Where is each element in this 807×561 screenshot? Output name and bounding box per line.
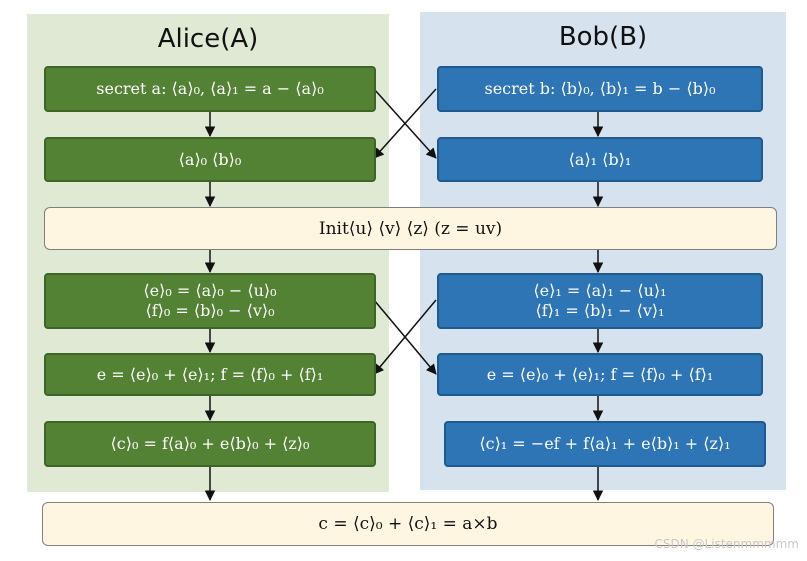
bob-shares-box: ⟨a⟩₁ ⟨b⟩₁ — [437, 137, 763, 182]
watermark: CSDN @Listenmmmmm — [654, 537, 799, 551]
alice-shares-box: ⟨a⟩₀ ⟨b⟩₀ — [44, 137, 376, 182]
bob-ef-box: ⟨e⟩₁ = ⟨a⟩₁ − ⟨u⟩₁ ⟨f⟩₁ = ⟨b⟩₁ − ⟨v⟩₁ — [437, 273, 763, 329]
bob-shares-text: ⟨a⟩₁ ⟨b⟩₁ — [568, 149, 632, 169]
bob-secret-text: secret b: ⟨b⟩₀, ⟨b⟩₁ = b − ⟨b⟩₀ — [484, 79, 716, 98]
alice-open-text: e = ⟨e⟩₀ + ⟨e⟩₁; f = ⟨f⟩₀ + ⟨f⟩₁ — [96, 364, 324, 384]
init-text: Init⟨u⟩ ⟨v⟩ ⟨z⟩ (z = uv) — [318, 218, 503, 239]
bob-open-text: e = ⟨e⟩₀ + ⟨e⟩₁; f = ⟨f⟩₀ + ⟨f⟩₁ — [486, 364, 714, 384]
init-box: Init⟨u⟩ ⟨v⟩ ⟨z⟩ (z = uv) — [44, 207, 777, 250]
alice-e-share-text: ⟨e⟩₀ = ⟨a⟩₀ − ⟨u⟩₀ — [143, 281, 277, 300]
alice-secret-box: secret a: ⟨a⟩₀, ⟨a⟩₁ = a − ⟨a⟩₀ — [44, 66, 376, 112]
arrow-b-secret-to-a-shares — [373, 88, 437, 159]
bob-e-share-text: ⟨e⟩₁ = ⟨a⟩₁ − ⟨u⟩₁ — [533, 281, 667, 300]
bob-lane-title: Bob(B) — [558, 22, 648, 52]
alice-c-share-text: ⟨c⟩₀ = f⟨a⟩₀ + e⟨b⟩₀ + ⟨z⟩₀ — [110, 434, 310, 453]
bob-c-share-box: ⟨c⟩₁ = −ef + f⟨a⟩₁ + e⟨b⟩₁ + ⟨z⟩₁ — [444, 421, 766, 467]
alice-shares-text: ⟨a⟩₀ ⟨b⟩₀ — [178, 149, 242, 169]
result-box: c = ⟨c⟩₀ + ⟨c⟩₁ = a×b — [42, 502, 774, 546]
alice-f-share-text: ⟨f⟩₀ = ⟨b⟩₀ − ⟨v⟩₀ — [145, 301, 275, 320]
alice-lane-title: Alice(A) — [157, 24, 259, 54]
alice-c-share-box: ⟨c⟩₀ = f⟨a⟩₀ + e⟨b⟩₀ + ⟨z⟩₀ — [44, 421, 376, 467]
result-text: c = ⟨c⟩₀ + ⟨c⟩₁ = a×b — [318, 514, 498, 534]
bob-open-box: e = ⟨e⟩₀ + ⟨e⟩₁; f = ⟨f⟩₀ + ⟨f⟩₁ — [437, 353, 763, 396]
bob-secret-box: secret b: ⟨b⟩₀, ⟨b⟩₁ = b − ⟨b⟩₀ — [437, 66, 763, 112]
alice-ef-box: ⟨e⟩₀ = ⟨a⟩₀ − ⟨u⟩₀ ⟨f⟩₀ = ⟨b⟩₀ − ⟨v⟩₀ — [44, 273, 376, 329]
alice-open-box: e = ⟨e⟩₀ + ⟨e⟩₁; f = ⟨f⟩₀ + ⟨f⟩₁ — [44, 353, 376, 396]
arrow-b-ef-to-a-open — [373, 299, 437, 375]
bob-f-share-text: ⟨f⟩₁ = ⟨b⟩₁ − ⟨v⟩₁ — [535, 301, 665, 320]
bob-c-share-text: ⟨c⟩₁ = −ef + f⟨a⟩₁ + e⟨b⟩₁ + ⟨z⟩₁ — [479, 434, 731, 453]
alice-secret-text: secret a: ⟨a⟩₀, ⟨a⟩₁ = a − ⟨a⟩₀ — [96, 79, 324, 98]
